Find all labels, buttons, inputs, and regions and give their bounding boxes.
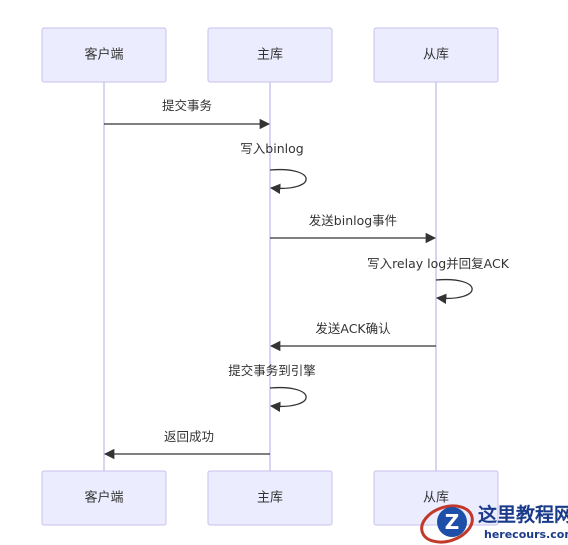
actor-master-top: 主库	[207, 27, 333, 83]
message-6: 提交事务到引擎	[228, 363, 316, 412]
self-loop-arrow	[435, 278, 473, 304]
message-label: 发送ACK确认	[315, 321, 391, 336]
actor-label: 从库	[423, 47, 449, 63]
message-3: 发送binlog事件	[270, 213, 437, 244]
message-5: 发送ACK确认	[269, 321, 436, 352]
message-2: 写入binlog	[240, 141, 307, 194]
self-loop-arrow	[269, 168, 307, 194]
actor-master-bottom: 主库	[207, 470, 333, 526]
actor-client-top: 客户端	[41, 27, 167, 83]
actor-label: 主库	[257, 490, 283, 506]
message-label: 发送binlog事件	[309, 213, 397, 228]
message-7: 返回成功	[103, 429, 270, 460]
watermark-badge-icon	[437, 507, 467, 537]
message-label: 提交事务到引擎	[228, 363, 316, 378]
actor-label: 从库	[423, 490, 449, 506]
actor-label: 主库	[257, 47, 283, 63]
message-1: 提交事务	[104, 98, 271, 130]
message-label: 写入relay log并回复ACK	[367, 256, 510, 271]
actor-label: 客户端	[84, 47, 123, 63]
watermark-url: herecours.com	[484, 528, 568, 541]
watermark-swoosh-icon	[420, 504, 474, 544]
self-loop-arrow	[269, 386, 307, 412]
watermark-logo: Z 这里教程网 herecours.com	[420, 503, 568, 544]
actor-client-bottom: 客户端	[41, 470, 167, 526]
message-label: 返回成功	[164, 429, 214, 444]
message-label: 写入binlog	[240, 141, 303, 156]
watermark-badge-letter: Z	[445, 510, 460, 534]
actor-slave-top: 从库	[373, 27, 499, 83]
message-4: 写入relay log并回复ACK	[367, 256, 510, 304]
watermark-title: 这里教程网	[478, 503, 568, 526]
actor-label: 客户端	[84, 490, 123, 506]
message-label: 提交事务	[162, 98, 212, 113]
